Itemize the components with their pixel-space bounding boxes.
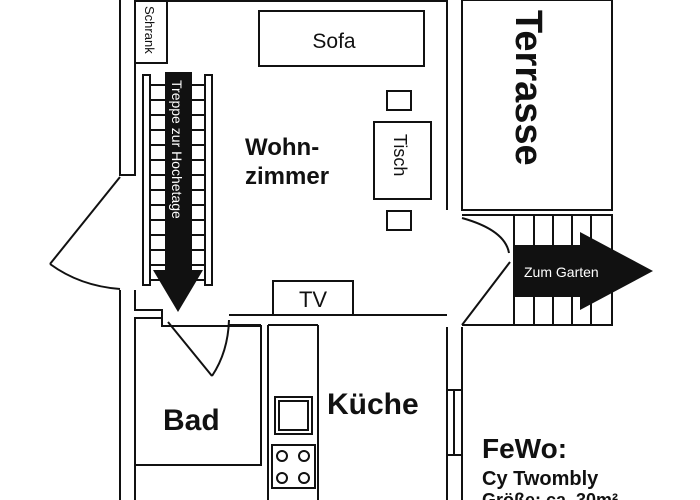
tv-label: TV <box>299 287 327 312</box>
terrasse-label: Terrasse <box>507 10 549 166</box>
chair <box>386 90 412 111</box>
interior-walls <box>135 314 447 500</box>
info-name: Cy Twombly <box>482 468 599 490</box>
schrank-label: Schrank <box>142 6 157 54</box>
tisch-label: Tisch <box>390 134 410 176</box>
sink-basin <box>278 400 309 431</box>
schrank <box>134 0 168 64</box>
wohnzimmer-label: Wohn- zimmer <box>245 134 329 190</box>
sofa <box>258 10 425 67</box>
terrasse <box>461 0 613 211</box>
stairs-arrow: Treppe zur Hochetage <box>153 72 203 312</box>
garden-label: Zum Garten <box>524 264 599 280</box>
bathroom-door <box>167 319 230 377</box>
stove <box>271 444 316 489</box>
garden-arrow: Zum Garten <box>515 232 653 310</box>
right-wall <box>446 0 463 500</box>
bad-label: Bad <box>163 404 220 437</box>
entrance-door <box>49 176 121 290</box>
info-size: Größe: ca. 30m² <box>482 490 618 500</box>
sofa-label: Sofa <box>312 30 356 53</box>
chair <box>386 210 412 231</box>
tisch <box>373 121 432 200</box>
info-title: FeWo: <box>482 433 567 464</box>
left-wall <box>119 0 163 500</box>
kueche-label: Küche <box>327 388 419 421</box>
garden-door <box>461 217 511 326</box>
stairs-label: Treppe zur Hochetage <box>169 80 185 219</box>
sink <box>274 396 313 435</box>
